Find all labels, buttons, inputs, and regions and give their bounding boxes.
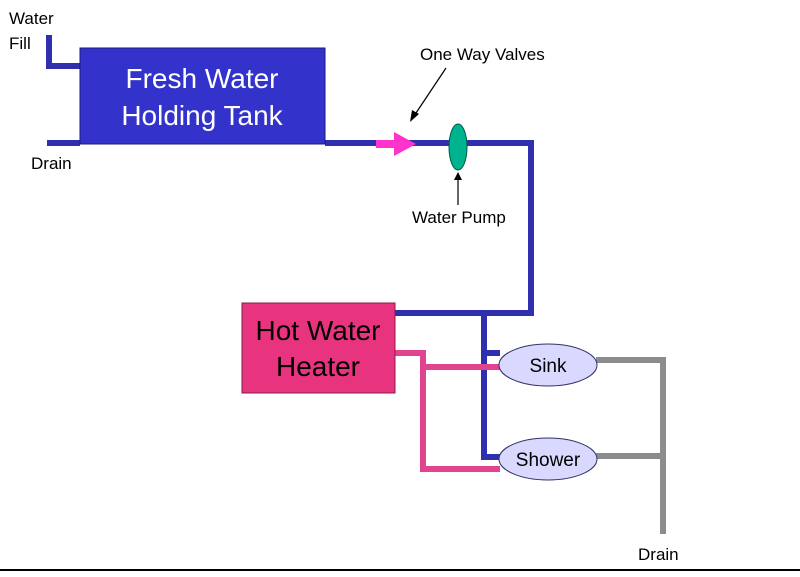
water-fill-label-line2: Fill (9, 34, 31, 53)
drain-bottom-label: Drain (638, 545, 679, 564)
drain-pipes (596, 357, 666, 534)
pump-pointer-arrow-icon (454, 172, 462, 205)
hot-water-heater: Hot Water Heater (241, 302, 396, 394)
heater-label-line1: Hot Water (256, 315, 381, 346)
one-way-valve-arrow-icon (376, 132, 416, 156)
fresh-water-tank: Fresh Water Holding Tank (79, 47, 326, 145)
heater-label-line2: Heater (276, 351, 360, 382)
shower-label: Shower (516, 450, 581, 471)
water-pump-icon (448, 123, 468, 171)
tank-label-line2: Holding Tank (121, 100, 283, 131)
cold-water-pipes (46, 35, 534, 460)
tank-label-line1: Fresh Water (126, 63, 279, 94)
tank-outlet-pipe (325, 140, 534, 316)
valve-pointer-arrow-icon (410, 67, 447, 122)
hot-main-pipe (395, 350, 500, 472)
drain-left-label: Drain (31, 154, 72, 173)
sink-label: Sink (530, 356, 567, 377)
cold-branch-pipe (481, 313, 500, 460)
sink-drain-pipe (596, 357, 666, 534)
water-fill-label-line1: Water (9, 9, 54, 28)
one-way-valves-label: One Way Valves (420, 45, 545, 64)
sink-fixture: Sink (498, 343, 598, 387)
shower-fixture: Shower (498, 437, 598, 481)
water-fill-pipe (46, 35, 80, 69)
water-pump-label: Water Pump (412, 208, 506, 227)
hot-water-pipes (395, 350, 500, 472)
